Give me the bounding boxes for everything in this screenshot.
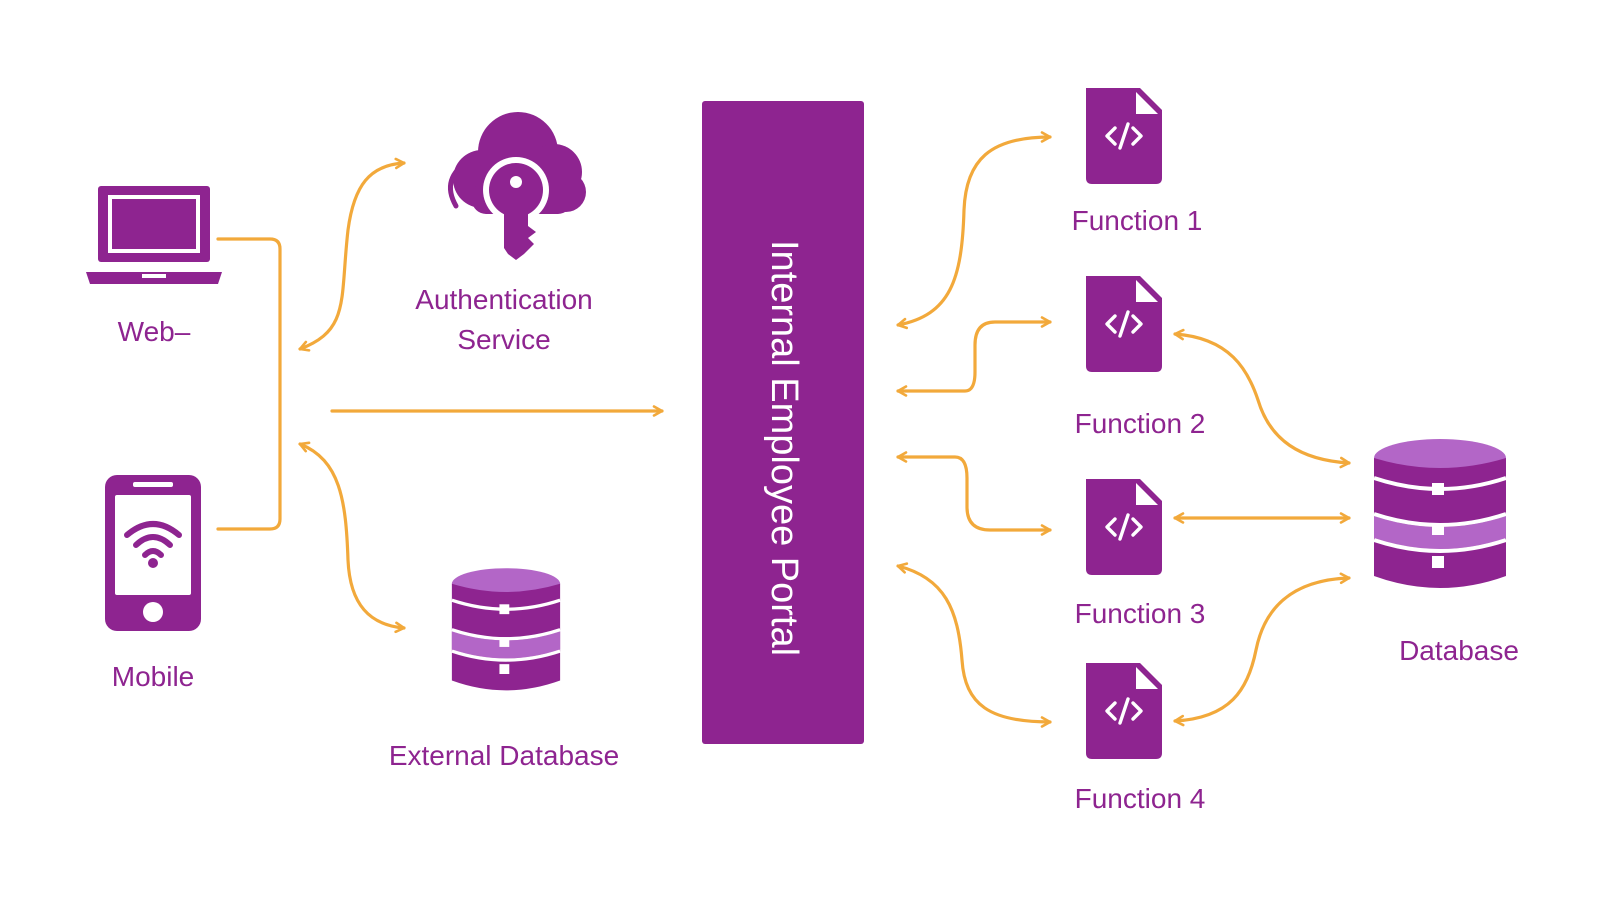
web-label: Web– — [118, 316, 191, 347]
code-file-icon — [1084, 86, 1164, 186]
portal-label: Internal Employee Portal — [763, 240, 805, 656]
function-1-label: Function 1 — [1072, 205, 1203, 236]
smartphone-wifi-icon — [105, 475, 201, 631]
cloud-key-icon — [447, 112, 586, 260]
arrow-function-4 — [896, 562, 1052, 728]
web-link — [216, 237, 282, 531]
database-icon — [1372, 437, 1508, 590]
function-2-label: Function 2 — [1075, 408, 1206, 439]
auth-label-line2: Service — [457, 324, 550, 355]
auth-label-line1: Authentication — [415, 284, 592, 315]
function-4-label: Function 4 — [1075, 783, 1206, 814]
arrow-function-3 — [896, 451, 1052, 536]
code-file-icon — [1084, 274, 1164, 374]
mobile-label: Mobile — [112, 661, 194, 692]
code-file-icon — [1084, 661, 1164, 761]
arrow-db-function-2 — [1173, 328, 1351, 469]
external-db-label: External Database — [389, 740, 619, 771]
arrow-function-2 — [896, 316, 1052, 397]
laptop-icon — [86, 186, 222, 284]
connectors — [216, 131, 1351, 728]
database-icon — [450, 566, 562, 693]
arrow-function-1 — [896, 131, 1052, 330]
function-3-label: Function 3 — [1075, 598, 1206, 629]
arrow-db-function-4 — [1173, 572, 1351, 727]
arrow-external-db — [298, 441, 406, 634]
internal-employee-portal: Internal Employee Portal — [702, 101, 864, 744]
database-label: Database — [1399, 635, 1519, 666]
code-file-icon — [1084, 477, 1164, 577]
arrow-auth — [298, 157, 406, 352]
